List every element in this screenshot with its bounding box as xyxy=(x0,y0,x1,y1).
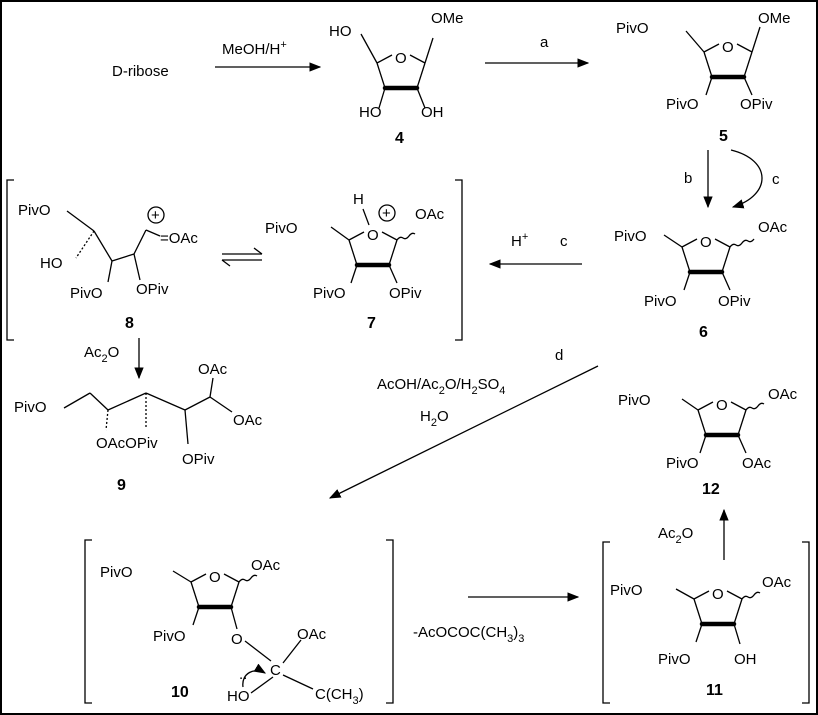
bracket-left-10 xyxy=(84,539,92,704)
compound-number-8: 8 xyxy=(125,315,134,332)
pivo-label: PivO xyxy=(153,628,186,645)
oac-opiv-label: OAcOPiv xyxy=(96,435,158,452)
ring-oxygen: O xyxy=(722,39,734,56)
ring-oxygen: O xyxy=(209,569,221,586)
compound-number-9: 9 xyxy=(117,477,126,494)
d-ribose-label: D-ribose xyxy=(112,63,169,80)
equilibrium-top-head xyxy=(253,247,263,255)
pivo-label: PivO xyxy=(644,293,677,310)
opiv-label: OPiv xyxy=(740,96,773,113)
compound-9: PivO OAcOPiv OPiv OAc OAc 9 xyxy=(14,361,263,494)
label-d: d xyxy=(555,347,563,364)
compound-6: O PivO OAc PivO OPiv 6 xyxy=(614,219,788,341)
step-d-reagent-2: H2O xyxy=(420,408,449,429)
bracket-right-8-7 xyxy=(455,179,463,341)
ring-oxygen: O xyxy=(367,227,379,244)
pivo-label: PivO xyxy=(666,455,699,472)
ome-label: OMe xyxy=(758,10,791,27)
oac-label: OAc xyxy=(251,557,281,574)
label-b: b xyxy=(684,170,692,187)
ome-label: OMe xyxy=(431,10,464,27)
opiv-label: OPiv xyxy=(718,293,751,310)
ho-label: HO xyxy=(227,688,250,705)
compound-12: O PivO OAc PivO OAc 12 xyxy=(618,386,798,498)
oac-label: OAc xyxy=(198,361,228,378)
pivo-label: PivO xyxy=(313,285,346,302)
oh-label: OH xyxy=(734,651,757,668)
bridging-oxygen: O xyxy=(231,631,243,648)
compound-10: O PivO OAc PivO O C OAc HO C(CH3) .. 10 xyxy=(100,557,364,707)
opiv-label: OPiv xyxy=(182,451,215,468)
ring-oxygen: O xyxy=(712,586,724,603)
bracket-left-8-7 xyxy=(6,179,14,341)
pivo-label: PivO xyxy=(610,582,643,599)
step1-reagent: MeOH/H+ xyxy=(222,39,287,58)
h-plus-reagent: H+ xyxy=(511,231,528,250)
bracket-left-11 xyxy=(602,541,610,704)
arrow-d xyxy=(328,365,599,499)
compound-number-6: 6 xyxy=(699,324,708,341)
opiv-label: OPiv xyxy=(389,285,422,302)
ho-label: HO xyxy=(40,255,63,272)
pivo-label: PivO xyxy=(658,651,691,668)
compound-number-4: 4 xyxy=(395,130,404,147)
compound-number-7: 7 xyxy=(367,315,376,332)
pivo-label: PivO xyxy=(614,228,647,245)
compound-8: PivO HO PivO OPiv + =OAc 8 xyxy=(18,202,198,332)
oac-charged-label: =OAc xyxy=(160,230,198,247)
ho-label: HO xyxy=(329,23,352,40)
oac-label: OAc xyxy=(233,412,263,429)
oac-label: OAc xyxy=(768,386,798,403)
compound-number-11: 11 xyxy=(706,682,723,699)
label-a: a xyxy=(540,34,549,51)
equilibrium-bottom-head xyxy=(221,259,231,267)
compound-4: O HO OMe HO OH 4 xyxy=(329,10,464,147)
compound-7: O PivO H + OAc PivO OPiv 7 xyxy=(265,191,445,332)
compound-number-10: 10 xyxy=(171,684,189,701)
ac2o-reagent: Ac2O xyxy=(658,525,693,546)
compound-11: O PivO OAc PivO OH 11 xyxy=(610,574,792,699)
elimination-reagent: -AcOCOC(CH3)3 xyxy=(413,624,524,645)
h-label: H xyxy=(353,191,364,208)
arrow-c-curved xyxy=(730,149,763,209)
oh-label: OH xyxy=(421,104,444,121)
pivo-label: PivO xyxy=(618,392,651,409)
ring-oxygen: O xyxy=(700,234,712,251)
compound-number-12: 12 xyxy=(702,481,720,498)
pivo-label: PivO xyxy=(14,399,47,416)
pivo-label: PivO xyxy=(100,564,133,581)
label-c: c xyxy=(772,171,780,188)
oac-label: OAc xyxy=(297,626,327,643)
bracket-right-10 xyxy=(386,539,394,704)
oac-label: OAc xyxy=(415,206,445,223)
pivo-label: PivO xyxy=(666,96,699,113)
ho-label: HO xyxy=(359,104,382,121)
lone-pair: .. xyxy=(239,666,247,683)
pivo-label: PivO xyxy=(616,20,649,37)
ring-oxygen: O xyxy=(395,50,407,67)
compound-number-5: 5 xyxy=(719,128,728,145)
opiv-label: OPiv xyxy=(136,281,169,298)
oac-label: OAc xyxy=(742,455,772,472)
oac-label: OAc xyxy=(758,219,788,236)
pivo-label: PivO xyxy=(265,220,298,237)
ac2o-reagent: Ac2O xyxy=(84,344,119,365)
pivo-label: PivO xyxy=(70,285,103,302)
pivo-label: PivO xyxy=(18,202,51,219)
compound-5: O PivO OMe PivO OPiv 5 xyxy=(616,10,791,145)
plus-charge: + xyxy=(151,207,160,224)
step-d-reagent-1: AcOH/Ac2O/H2SO4 xyxy=(377,376,505,397)
tbutyl-label: C(CH3) xyxy=(315,686,364,707)
carbon-label: C xyxy=(270,662,281,679)
plus-charge: + xyxy=(382,205,391,222)
oac-label: OAc xyxy=(762,574,792,591)
bracket-right-11 xyxy=(802,541,810,704)
ring-oxygen: O xyxy=(716,397,728,414)
label-c2: c xyxy=(560,233,568,250)
